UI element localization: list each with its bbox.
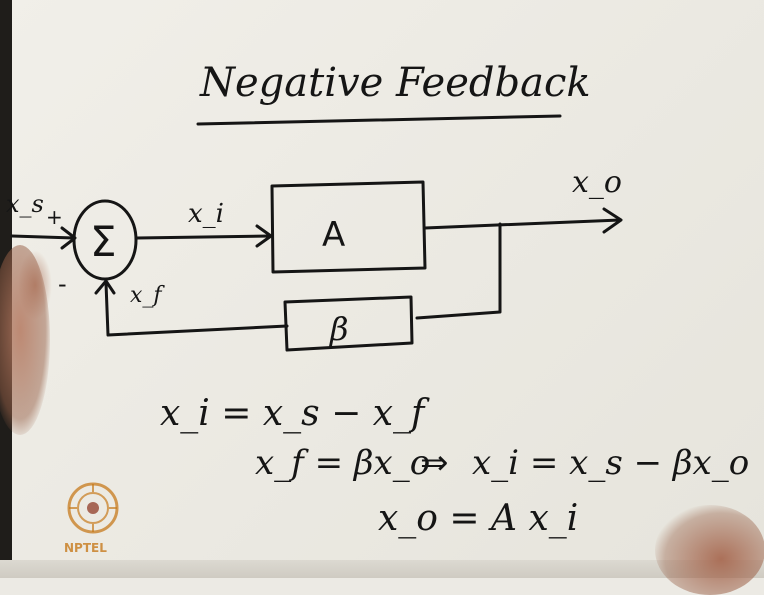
logo-text: NPTEL [64,541,107,555]
presenter-thumb [18,250,52,320]
equation-1: x_i = x_s − x_f [160,393,430,434]
sigma-symbol: Σ [90,217,117,266]
amplifier-label: A [322,215,345,255]
error-signal-line [135,234,272,240]
whiteboard [0,0,764,578]
equation-3: x_i = x_s − βx_o [472,443,749,483]
feedback-tap [415,222,502,320]
nptel-logo: NPTEL [58,478,128,558]
board-bottom [0,560,764,578]
error-arrow-head [255,224,273,248]
equation-2: x_f = βx_o [255,443,430,483]
feedback-block-label: β [329,310,349,348]
nptel-emblem-icon: NPTEL [64,482,119,555]
output-label: x_o [572,165,622,200]
plus-sign: + [46,205,63,229]
title-text: Negative Feedback [199,60,591,106]
equation-4: x_o = A x_i [378,498,578,539]
output-line [423,218,622,230]
input-arrow-line [10,234,76,240]
implies-symbol: ⇒ [420,443,449,483]
summing-junction [72,199,138,281]
output-arrow-head [602,207,623,234]
feedback-arrow-head [94,279,116,295]
feedback-return-line [104,281,289,337]
minus-sign: - [58,270,67,298]
amplifier-block [270,180,427,274]
input-label: x_s [6,190,44,218]
title-underline [196,114,562,126]
feedback-block [283,295,414,352]
error-label: x_i [188,199,224,229]
lecture-diagram: Negative Feedback x_s + - Σ x_i A x_o β … [6,60,749,539]
feedback-label: x_f [130,283,165,308]
